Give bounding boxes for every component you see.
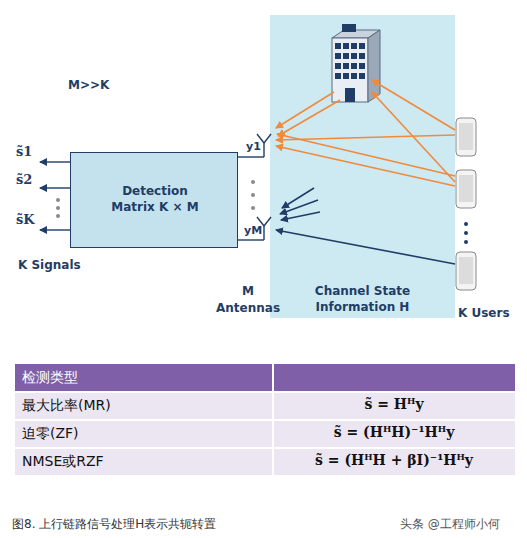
table-cell: 迫零(ZF) xyxy=(22,425,79,443)
group-label: M Antennas xyxy=(216,283,280,317)
signal-name: s̃2 xyxy=(16,172,32,187)
watermark: 头条 @工程师小何 xyxy=(400,516,500,533)
table-cell: 检测类型 xyxy=(22,369,78,387)
node-text: Channel State Information H xyxy=(303,283,423,315)
table-cell: s̃ = (HᴴH)⁻¹Hᴴy xyxy=(273,424,515,440)
output-arrows xyxy=(40,162,70,230)
table-row xyxy=(15,449,515,475)
signal-name: s̃1 xyxy=(16,144,32,159)
caption: 图8. 上行链路信号处理H表示共轭转置 xyxy=(12,516,216,533)
table-header-row xyxy=(15,364,515,391)
table-cell: 最大比率(MR) xyxy=(22,397,111,415)
table-cell: NMSE或RZF xyxy=(22,453,104,471)
signal-name: y1 xyxy=(246,140,261,153)
group-label: K Users xyxy=(458,306,510,320)
phone-icon xyxy=(456,118,476,290)
table-cell: s̃ = Hᴴy xyxy=(273,396,515,412)
node-text: Detection Matrix K × M xyxy=(100,183,210,215)
table-row xyxy=(15,393,515,419)
antenna-symbol xyxy=(238,134,271,240)
process-box: Detection Matrix K × M xyxy=(70,152,238,248)
channel-band: Channel State Information H xyxy=(270,15,455,318)
table-divider xyxy=(272,364,274,475)
signal-name: yM xyxy=(244,224,262,237)
table-cell: s̃ = (HᴴH + βI)⁻¹Hᴴy xyxy=(273,452,515,468)
table-row xyxy=(15,421,515,447)
signal-name: s̃K xyxy=(16,212,35,227)
group-label: K Signals xyxy=(18,258,81,272)
note-text: M>>K xyxy=(68,78,109,92)
